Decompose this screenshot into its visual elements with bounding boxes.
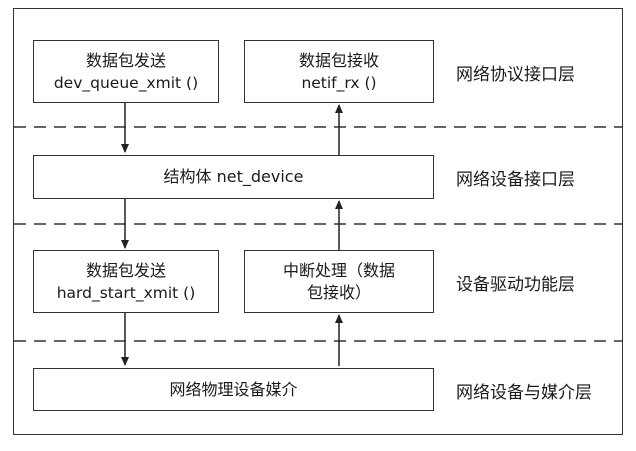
receive-packet-title: 数据包接收 (298, 50, 379, 70)
send-packet-box: 数据包发送 dev_queue_xmit () (33, 40, 219, 103)
physical-media-box: 网络物理设备媒介 (33, 368, 434, 411)
interrupt-handling-box: 中断处理（数据 包接收） (244, 250, 434, 313)
layer-label-device-interface: 网络设备接口层 (456, 170, 575, 190)
driver-send-title: 数据包发送 (85, 260, 166, 280)
layer-label-media: 网络设备与媒介层 (456, 383, 592, 403)
driver-send-box: 数据包发送 hard_start_xmit () (33, 250, 219, 313)
send-packet-title: 数据包发送 (85, 50, 166, 70)
interrupt-handling-line1: 中断处理（数据 (282, 260, 395, 280)
layer-label-protocol: 网络协议接口层 (456, 65, 575, 85)
layer-label-driver: 设备驱动功能层 (456, 275, 575, 295)
receive-packet-function: netif_rx () (301, 73, 377, 92)
net-device-box: 结构体 net_device (33, 155, 434, 199)
net-device-label: 结构体 net_device (163, 167, 304, 186)
physical-media-label: 网络物理设备媒介 (169, 379, 298, 399)
receive-packet-box: 数据包接收 netif_rx () (244, 40, 434, 103)
interrupt-handling-line2: 包接收） (306, 282, 371, 302)
driver-send-function: hard_start_xmit () (56, 283, 196, 302)
send-packet-function: dev_queue_xmit () (53, 73, 199, 92)
